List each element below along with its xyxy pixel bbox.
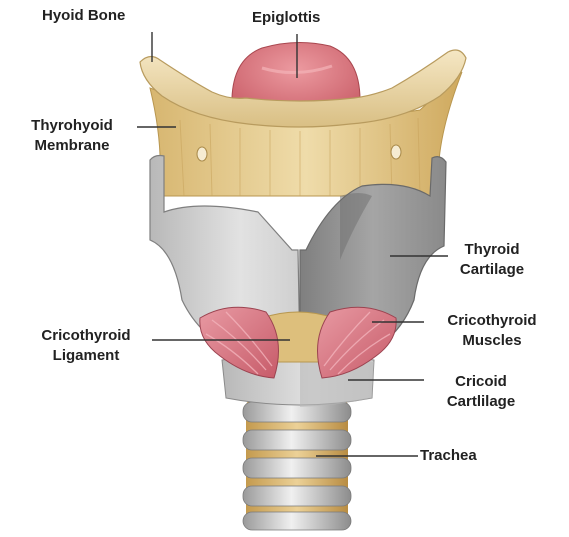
label-trachea: Trachea bbox=[420, 446, 477, 466]
label-cricothyroid-muscles-line-1: Cricothyroid bbox=[426, 311, 558, 331]
label-cricoid-cartilage-line-1: Cricoid bbox=[426, 372, 536, 392]
label-cricothyroid-ligament: Cricothyroid Ligament bbox=[20, 326, 152, 366]
label-hyoid-bone: Hyoid Bone bbox=[42, 6, 125, 26]
label-thyroid-cartilage-line-2: Cartilage bbox=[446, 260, 538, 280]
label-thyrohyoid-membrane-line-1: Thyrohyoid bbox=[12, 116, 132, 136]
label-cricothyroid-muscles-line-2: Muscles bbox=[426, 331, 558, 351]
label-thyrohyoid-membrane-line-2: Membrane bbox=[12, 136, 132, 156]
trachea bbox=[243, 400, 351, 530]
label-thyroid-cartilage: Thyroid Cartilage bbox=[446, 240, 538, 280]
label-cricothyroid-ligament-line-2: Ligament bbox=[20, 346, 152, 366]
label-cricothyroid-muscles: Cricothyroid Muscles bbox=[426, 311, 558, 351]
label-cricoid-cartilage-line-2: Cartlilage bbox=[426, 392, 536, 412]
label-thyroid-cartilage-line-1: Thyroid bbox=[446, 240, 538, 260]
label-epiglottis: Epiglottis bbox=[252, 8, 320, 28]
label-cricothyroid-ligament-line-1: Cricothyroid bbox=[20, 326, 152, 346]
label-cricoid-cartilage: Cricoid Cartlilage bbox=[426, 372, 536, 412]
label-thyrohyoid-membrane: Thyrohyoid Membrane bbox=[12, 116, 132, 156]
